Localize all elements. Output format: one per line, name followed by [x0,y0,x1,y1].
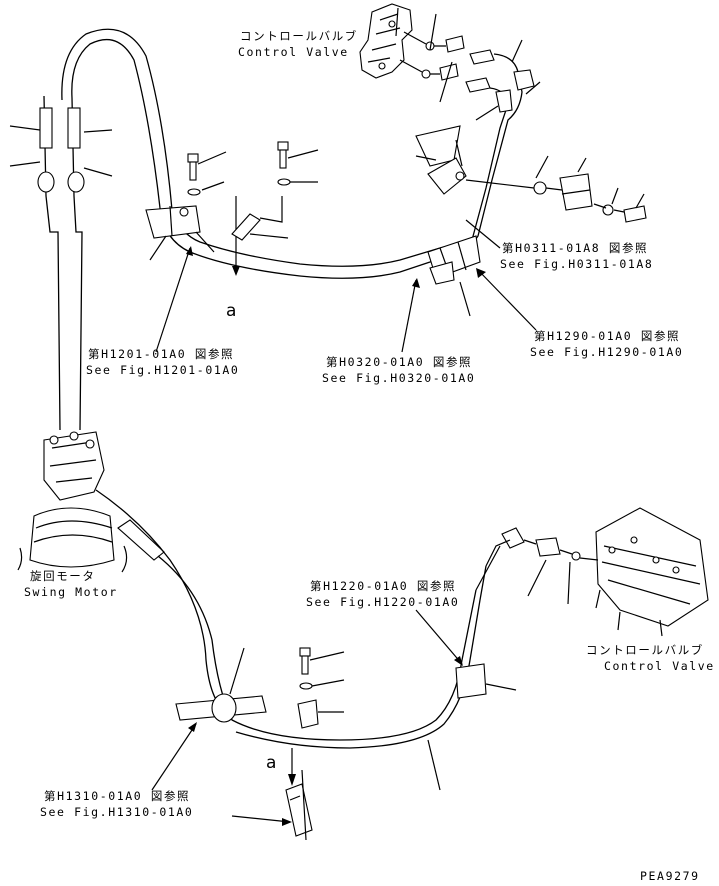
ref-h0320-en: See Fig.H0320-01A0 [322,371,475,385]
ref-h1201-jp: 第H1201-01A0 図参照 [88,347,234,361]
control-valve-top-jp: コントロールバルブ [240,29,358,43]
swing-motor-en: Swing Motor [24,585,118,599]
ref-h0311-jp: 第H0311-01A8 図参照 [502,241,648,255]
ref-h1220-en: See Fig.H1220-01A0 [306,595,459,609]
clamp-h1310 [175,647,267,723]
ref-h0320-jp: 第H0320-01A0 図参照 [326,355,472,369]
clamp-parts-h0311 [465,155,647,223]
view-a-top-label: a [226,301,236,321]
arched-hoses [61,28,471,279]
swing-motor-jp: 旋回モータ [30,569,96,583]
control-valve-right-jp: コントロールバルブ [586,643,704,657]
control-valve-right [595,507,709,637]
clamp-h1201 [145,205,215,261]
bracket-view-a-bottom [285,647,345,841]
drawing-number: PEA9279 [640,869,700,883]
swing-motor [9,95,128,573]
view-a-bottom-label: a [266,753,276,773]
ref-h1290-jp: 第H1290-01A0 図参照 [534,329,680,343]
ref-h1310-jp: 第H1310-01A0 図参照 [44,789,190,803]
control-valve-top-en: Control Valve [238,45,349,59]
clamp-h1290 [427,235,481,317]
ref-h1220-jp: 第H1220-01A0 図参照 [310,579,456,593]
ref-h1290-en: See Fig.H1290-01A0 [530,345,683,359]
control-valve-fittings-top [399,13,541,121]
ref-h1201-en: See Fig.H1201-01A0 [86,363,239,377]
ref-h1310-en: See Fig.H1310-01A0 [40,805,193,819]
bracket-view-a-top [231,196,289,276]
bolts-top [187,141,319,196]
control-valve-top [359,3,413,79]
fittings-right [475,527,599,605]
upper-hoses [451,53,535,269]
bracket-h0311 [415,125,467,195]
lower-hoses [95,489,487,749]
clamp-h1220 [455,663,517,699]
leader-lines [151,7,537,826]
ref-h0311-en: See Fig.H0311-01A8 [500,257,653,271]
control-valve-right-en: Control Valve [604,659,715,673]
